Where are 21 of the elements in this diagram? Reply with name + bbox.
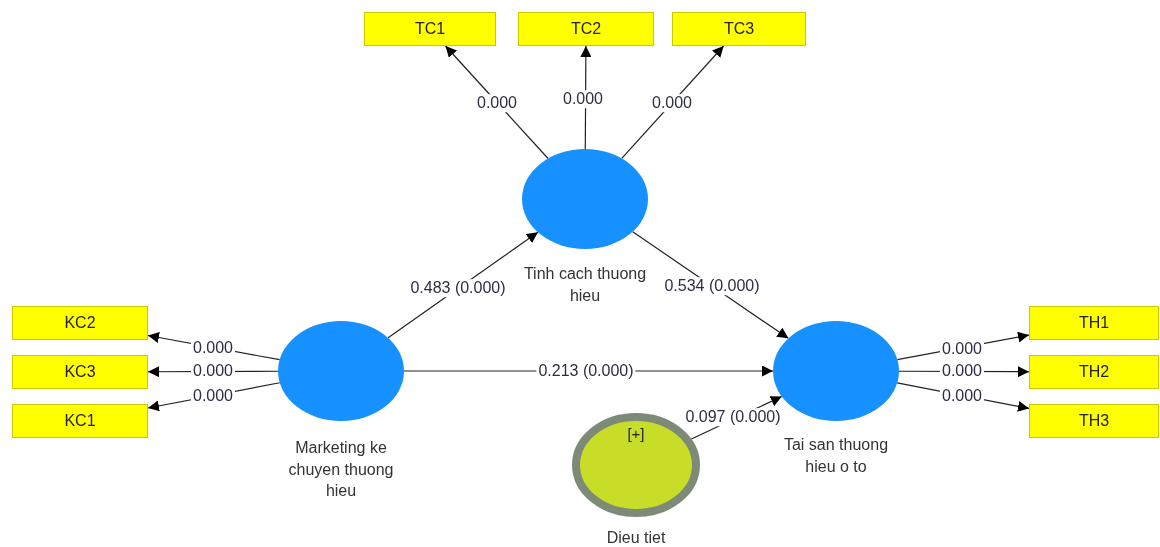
edge-label: 0.000 — [561, 90, 605, 108]
indicator-box: TC3 — [672, 12, 806, 46]
edge-label: 0.097 (0.000) — [683, 408, 783, 426]
construct-label: Tai san thuong hieu o to — [782, 435, 890, 477]
indicator-box: TH3 — [1029, 404, 1159, 438]
expand-marker: [+] — [626, 425, 646, 442]
indicator-box: KC3 — [12, 355, 148, 389]
indicator-box: KC1 — [12, 404, 148, 438]
edge-label: 0.483 (0.000) — [408, 279, 508, 297]
indicator-box: TC2 — [518, 12, 654, 46]
edge-label: 0.000 — [475, 94, 519, 112]
edge-label: 0.213 (0.000) — [536, 362, 636, 380]
indicator-box: TH1 — [1029, 306, 1159, 340]
construct-label: Tinh cach thuong hieu — [522, 264, 648, 306]
indicator-box: TH2 — [1029, 355, 1159, 389]
edge-label: 0.000 — [650, 94, 694, 112]
edge-label: 0.534 (0.000) — [662, 277, 762, 295]
construct-label: Dieu tiet — [605, 528, 667, 547]
construct-label: Marketing ke chuyen thuong hieu — [287, 438, 395, 502]
indicator-box: TC1 — [364, 12, 496, 46]
indicator-box: KC2 — [12, 306, 148, 340]
